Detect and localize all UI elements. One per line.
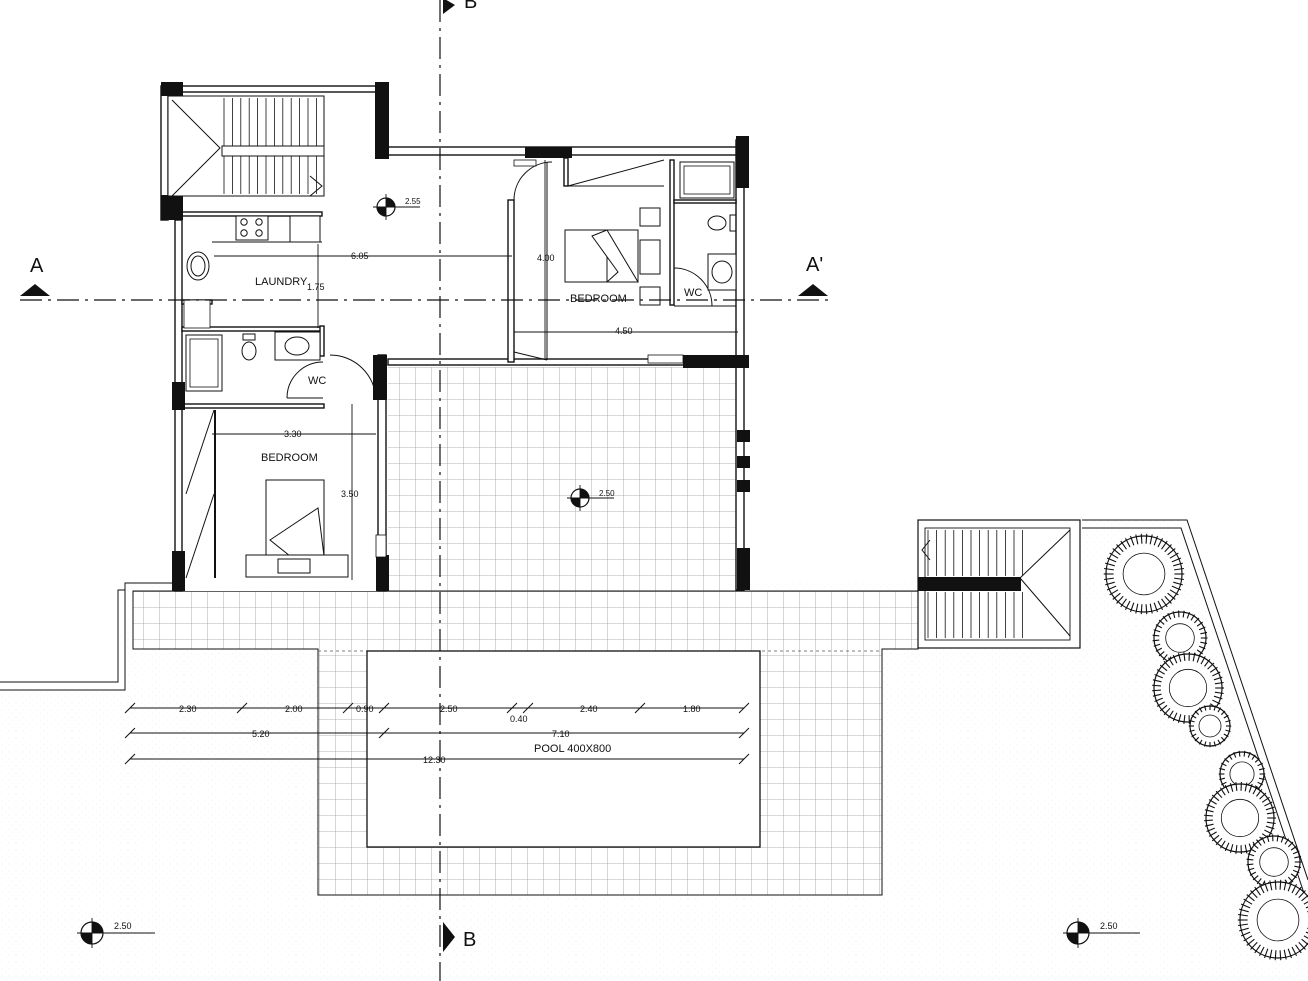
tree-icon [1152,651,1225,725]
dim-row1-value: 2.40 [580,704,598,714]
dim-row1-value: 2.50 [440,704,458,714]
room-dimensions [212,160,546,580]
tree-icon [1246,834,1302,890]
dim-laundry-depth: 1.75 [307,282,325,292]
level-target-symbol [1063,918,1140,948]
dim-row1-value: 0.90 [356,704,374,714]
room-label-laundry: LAUNDRY [255,276,308,288]
dim-row3-labels: 12.30 [423,755,446,765]
room-label-wc-2: WC [684,287,702,299]
dimension-tick [124,702,136,714]
room-label-wc-1: WC [308,375,326,387]
section-marker-a-left: A [20,255,50,296]
laundry-fixtures [186,215,322,281]
section-lines [20,0,828,981]
tree-icon [1204,781,1277,855]
bedroom-2-fixtures [513,159,738,361]
dim-row1-labels: 2.30 2.00 0.90 2.50 0.40 2.40 1.80 [179,704,701,724]
level-garden-right-text: 2.50 [1100,921,1118,931]
level-hall-text: 2.55 [405,197,421,206]
dimension-tick [738,753,750,765]
tree-cluster [1103,533,1308,961]
section-label-a-prime: A' [806,254,823,276]
dimension-tick [634,702,646,714]
section-marker-b-bottom: B [443,922,476,952]
dimension-tick [124,727,136,739]
dimension-tick [342,702,354,714]
level-markers [77,194,1140,948]
dimension-tick [124,753,136,765]
dim-bedroom-1-width: 3.30 [284,429,302,439]
exterior-stair [917,519,1081,649]
dim-bedroom-2-depth: 4.00 [537,253,555,263]
dim-row1-value: 0.40 [510,714,528,724]
tree-icon [1188,704,1232,748]
dim-row2-value: 7.10 [552,729,570,739]
room-label-bedroom-2: BEDROOM [570,293,627,305]
section-marker-a-right: A' [798,254,828,296]
wc-1-fixtures [185,331,324,399]
dim-row2-value: 5.20 [252,729,270,739]
level-garden-left-text: 2.50 [114,921,132,931]
level-terrace-text: 2.50 [599,489,615,498]
dimension-tick [738,702,750,714]
level-target-symbol [77,918,155,948]
room-label-bedroom-1: BEDROOM [261,452,318,464]
tree-icon [1103,533,1185,615]
level-target-symbol [567,485,614,511]
section-label-b-top: B [464,0,477,13]
dimension-tick [378,727,390,739]
bedroom-1-fixtures [185,354,377,579]
dim-bedroom-1-depth: 3.50 [341,489,359,499]
section-marker-b-top: B [443,0,477,14]
interior-stair [167,95,325,197]
building-walls [160,82,750,592]
section-label-a: A [30,255,44,277]
room-label-pool: POOL 400X800 [534,743,611,755]
dimension-tick [236,702,248,714]
dim-row3-value: 12.30 [423,755,446,765]
dimension-ticks [124,702,750,765]
dim-row1-value: 1.80 [683,704,701,714]
dim-bedroom-2-width: 4.50 [615,326,633,336]
dim-row1-value: 2.30 [179,704,197,714]
dim-row2-labels: 5.20 7.10 [252,729,570,739]
dimension-tick [506,702,518,714]
wc-2-fixtures [673,161,737,307]
dimension-tick [522,702,534,714]
dim-laundry-width: 6.05 [351,251,369,261]
level-target-symbol [373,194,420,220]
dimension-tick [738,727,750,739]
pool [366,650,761,848]
section-label-b-bottom: B [463,929,476,951]
tree-icon [1237,879,1308,961]
dimension-tick [378,702,390,714]
dim-row1-value: 2.00 [285,704,303,714]
